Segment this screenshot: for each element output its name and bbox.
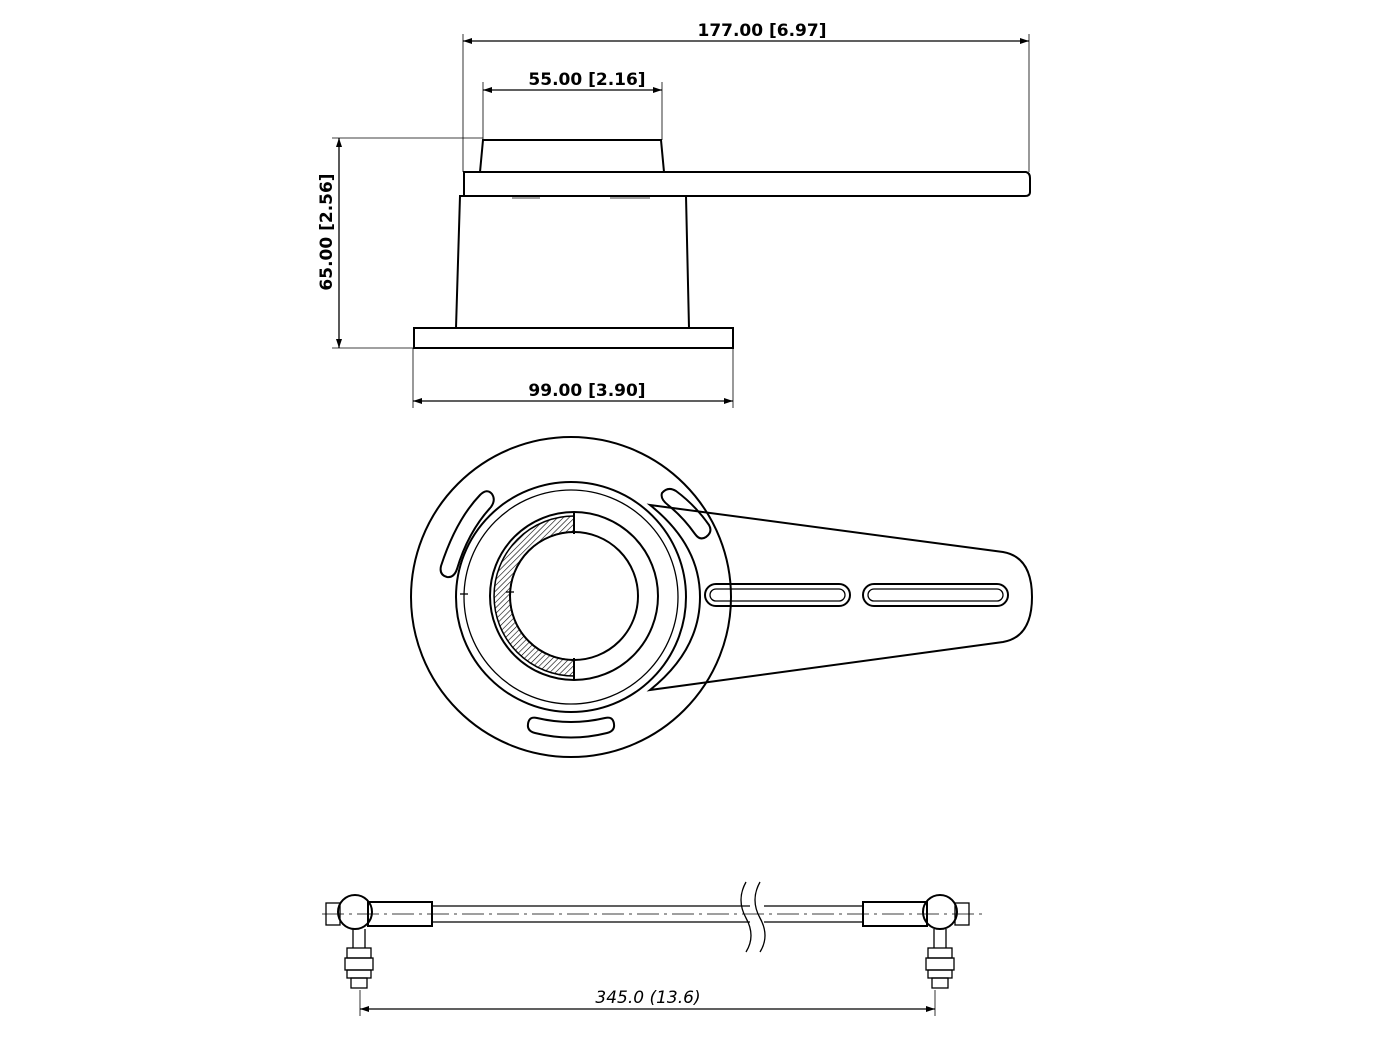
dimension-base-diameter: 99.00 [3.90] (412, 348, 734, 408)
clamp-ring-hatch (493, 515, 575, 677)
height-label: 65.00 [2.56] (317, 173, 337, 290)
hub-diameter-label: 55.00 [2.16] (528, 70, 645, 90)
dimension-rod-length: 345.0 (13.6) (359, 988, 936, 1016)
right-rod-end (862, 894, 970, 989)
top-view (410, 436, 1034, 758)
dimension-height: 65.00 [2.56] (317, 137, 483, 349)
rod-tube (432, 881, 863, 953)
rod-view: 345.0 (13.6) (322, 881, 985, 1016)
overall-length-label: 177.00 [6.97] (697, 21, 826, 41)
dimension-hub-diameter: 55.00 [2.16] (482, 70, 663, 140)
side-view (413, 139, 1031, 349)
rod-length-label: 345.0 (13.6) (595, 988, 700, 1008)
base-diameter-label: 99.00 [3.90] (528, 381, 645, 401)
left-rod-end (325, 894, 433, 989)
dimension-overall-length: 177.00 [6.97] (462, 21, 1030, 172)
